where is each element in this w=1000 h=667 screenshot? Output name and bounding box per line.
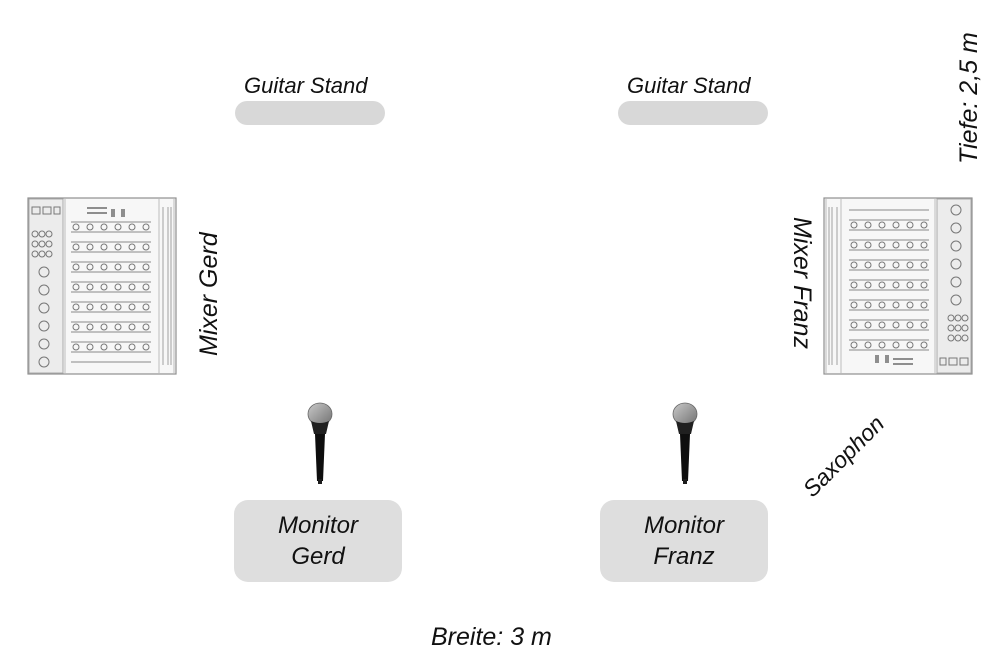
mixer-left-icon — [27, 197, 177, 375]
guitar-stand-right — [618, 101, 768, 125]
guitar-stand-left — [235, 101, 385, 125]
microphone-left-svg — [307, 402, 333, 484]
monitor-left-text: Monitor Gerd — [278, 510, 358, 572]
monitor-right-line2: Franz — [653, 543, 715, 570]
monitor-left-line2: Gerd — [291, 543, 345, 570]
mixer-right-icon — [823, 197, 973, 375]
mixer-right-label: Mixer Franz — [788, 217, 816, 349]
microphone-left-icon — [305, 401, 335, 485]
microphone-right-icon — [670, 401, 700, 485]
depth-label: Tiefe: 2,5 m — [955, 32, 983, 164]
monitor-left: Monitor Gerd — [234, 500, 402, 582]
guitar-stand-right-label: Guitar Stand — [627, 73, 751, 98]
microphone-right-svg — [672, 402, 698, 484]
monitor-right: Monitor Franz — [600, 500, 768, 582]
width-label: Breite: 3 m — [431, 623, 552, 651]
monitor-right-text: Monitor Franz — [644, 510, 724, 572]
monitor-right-line1: Monitor — [643, 512, 725, 539]
mixer-left-label: Mixer Gerd — [195, 232, 223, 356]
mixer-left-svg — [27, 197, 177, 375]
monitor-left-line1: Monitor — [277, 512, 359, 539]
mixer-right-svg — [823, 197, 973, 375]
saxophone-label: Saxophon — [797, 410, 890, 502]
guitar-stand-left-label: Guitar Stand — [244, 73, 368, 98]
